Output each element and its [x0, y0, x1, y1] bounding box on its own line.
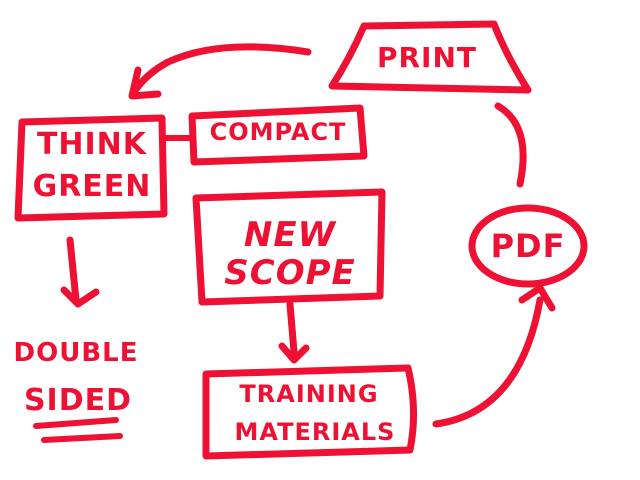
double-sided-underline-2 — [41, 433, 123, 443]
arrowhead-training — [278, 342, 310, 364]
new-scope-node-label-line2: SCOPE — [224, 253, 356, 293]
double-sided-label-line1: DOUBLE — [13, 338, 139, 368]
arrowhead-double-sided — [60, 286, 100, 308]
arrow-think-green-to-double-sided — [66, 236, 80, 304]
line-pdf-to-print — [494, 102, 527, 188]
double-sided-underline — [33, 417, 119, 429]
arrow-training-to-pdf — [432, 296, 544, 428]
pdf-node-shape — [468, 204, 588, 288]
new-scope-node-shape — [192, 188, 386, 306]
print-node-label: PRINT — [376, 41, 478, 74]
double-sided-label-line2: SIDED — [23, 383, 133, 418]
new-scope-node-label-line1: NEW — [243, 215, 337, 255]
compact-node-label: COMPACT — [209, 118, 347, 146]
training-materials-node-shape — [202, 364, 418, 460]
arrow-new-scope-to-training — [286, 300, 298, 356]
print-node-shape — [328, 20, 532, 94]
pdf-node-label: PDF — [490, 227, 566, 265]
think-green-node-label-line2: GREEN — [32, 169, 152, 204]
think-green-node-label-line1: THINK — [36, 127, 148, 162]
training-materials-label-line1: TRAINING — [239, 380, 379, 408]
training-materials-label-line2: MATERIALS — [234, 418, 396, 446]
arrowhead-think-green — [128, 66, 162, 100]
think-green-node-shape — [14, 114, 168, 222]
arrowhead-pdf — [518, 284, 556, 312]
compact-node-shape — [188, 104, 368, 166]
arrow-print-to-think-green — [130, 43, 312, 96]
